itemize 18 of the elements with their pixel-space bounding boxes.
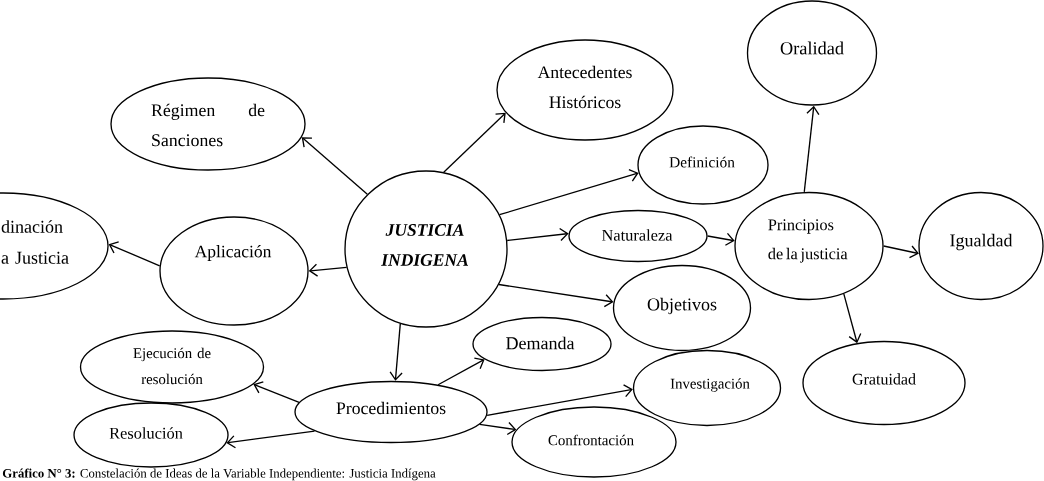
- arrow: [301, 137, 368, 195]
- arrow: [486, 384, 633, 416]
- arrow: [253, 381, 300, 403]
- arrow: [443, 112, 506, 173]
- arrow: [803, 105, 820, 193]
- arrow: [478, 421, 517, 436]
- arrow: [308, 263, 348, 277]
- arrow: [843, 293, 862, 344]
- arrow: [506, 227, 569, 242]
- arrow: [226, 430, 316, 449]
- arrow: [707, 232, 735, 246]
- arrow: [437, 357, 485, 386]
- arrow: [108, 241, 161, 267]
- arrow: [389, 323, 403, 381]
- arrow: [498, 283, 614, 308]
- arrow: [883, 245, 919, 259]
- caption: Gráfico N° 3: Constelación de Ideas de la Variable Independiente: Justicia Indígena: [2, 468, 436, 481]
- arrow: [498, 168, 639, 216]
